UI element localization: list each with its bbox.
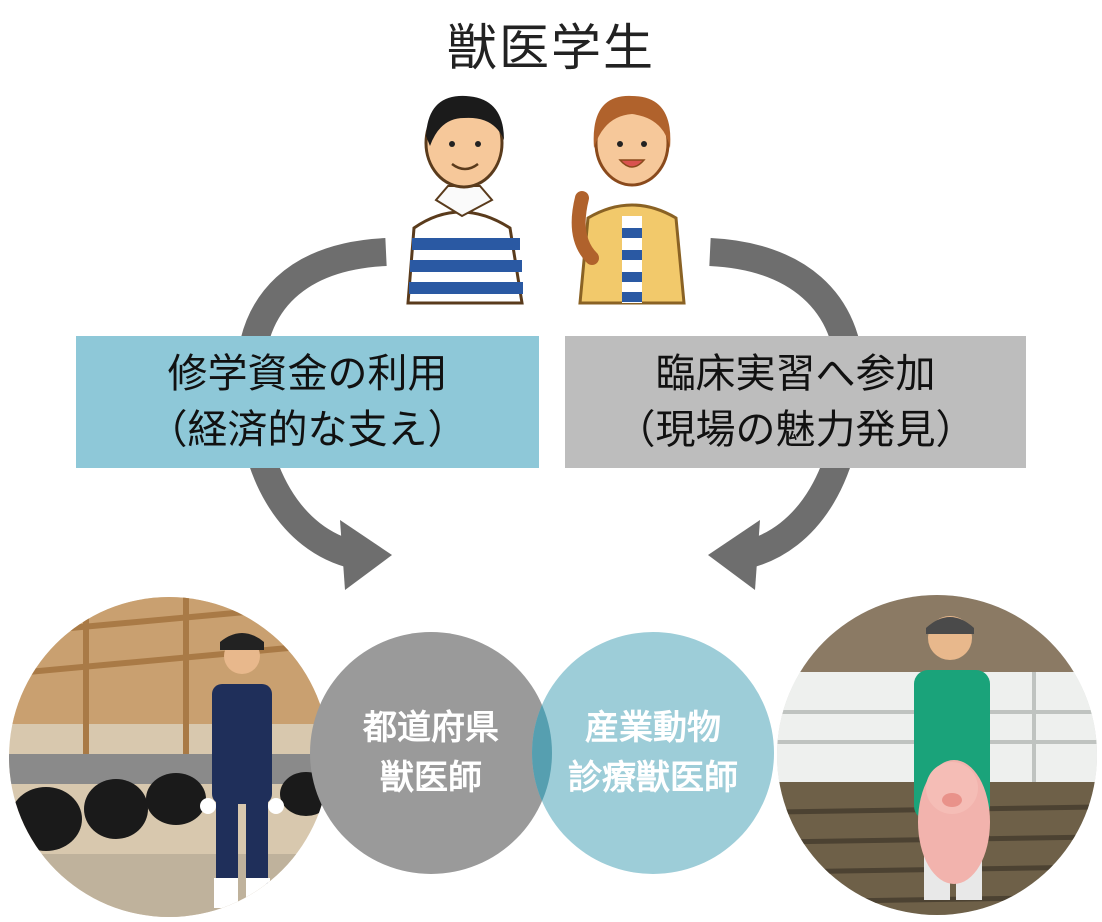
prefectural-vet-line1: 都道府県 bbox=[363, 708, 499, 748]
scholarship-line2: （経済的な支え） bbox=[147, 407, 468, 453]
right-arrowhead-icon bbox=[708, 520, 760, 590]
clinical-training-box: 臨床実習へ参加 （現場の魅力発見） bbox=[565, 336, 1026, 468]
female-student-icon bbox=[571, 95, 686, 305]
students-illustration bbox=[406, 95, 686, 305]
livestock-vet-line1: 産業動物 bbox=[585, 708, 721, 748]
pig-farm-photo bbox=[777, 595, 1097, 915]
prefectural-vet-circle: 都道府県 獣医師 bbox=[310, 632, 552, 874]
cattle-barn-photo bbox=[9, 597, 329, 917]
clinical-training-line2: （現場の魅力発見） bbox=[615, 407, 976, 453]
male-student-icon bbox=[406, 95, 524, 305]
left-arrowhead-icon bbox=[340, 520, 392, 590]
scholarship-box: 修学資金の利用 （経済的な支え） bbox=[76, 336, 539, 468]
page-title: 獣医学生 bbox=[447, 19, 655, 77]
livestock-vet-circle: 産業動物 診療獣医師 bbox=[532, 632, 774, 874]
prefectural-vet-line2: 獣医師 bbox=[380, 758, 482, 798]
livestock-vet-line2: 診療獣医師 bbox=[568, 758, 738, 798]
scholarship-line1: 修学資金の利用 bbox=[167, 351, 448, 397]
clinical-training-line1: 臨床実習へ参加 bbox=[655, 351, 936, 397]
